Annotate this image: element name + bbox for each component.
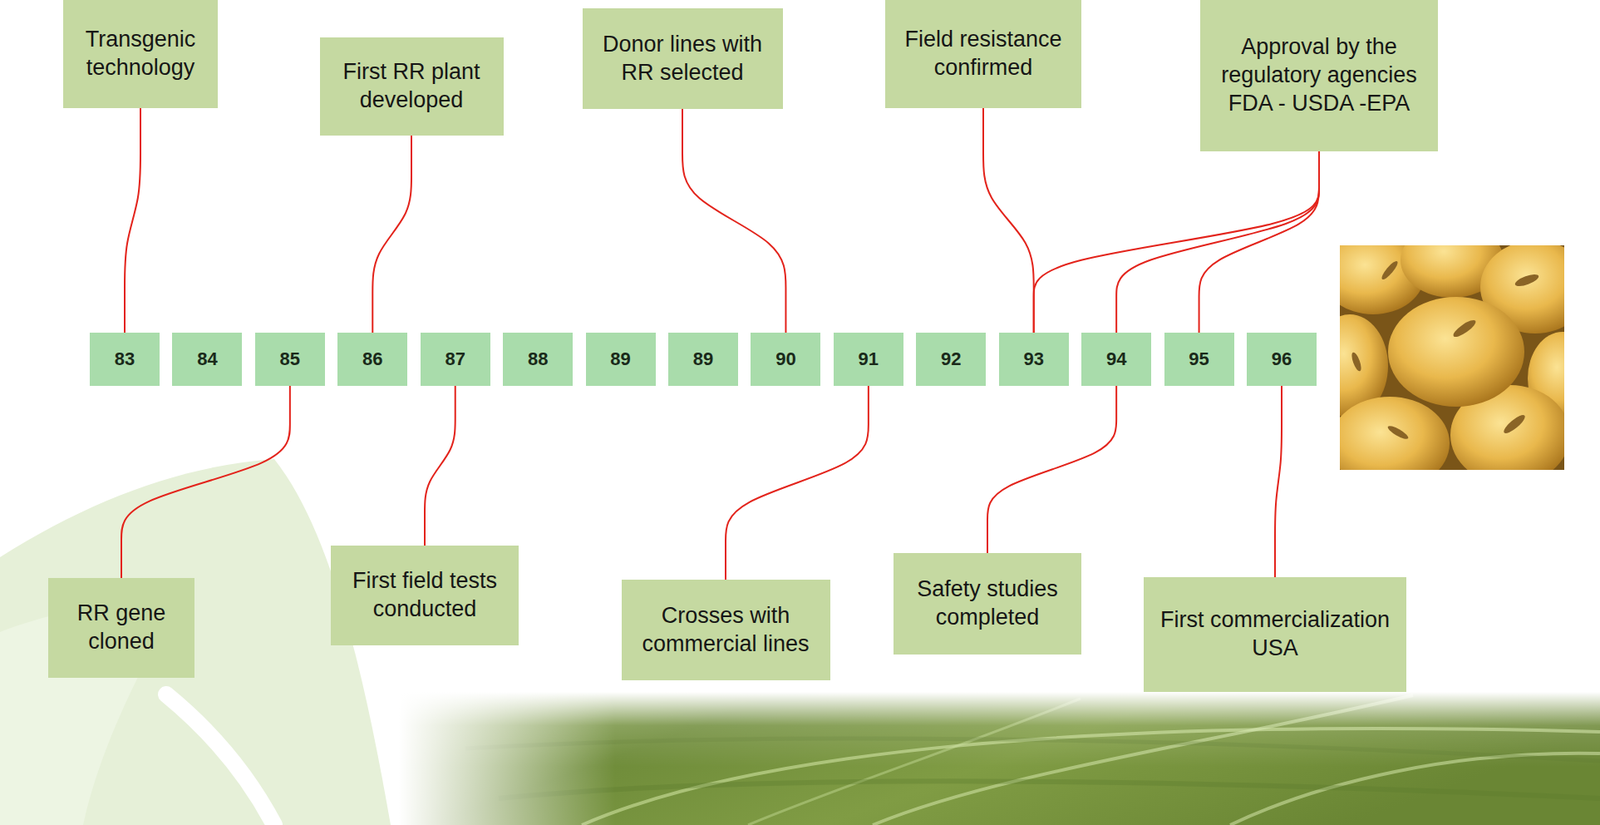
- soybean: [1339, 396, 1450, 470]
- leader-curve: [424, 385, 456, 546]
- year-label: 87: [444, 348, 465, 370]
- year-label: 88: [527, 348, 548, 370]
- year-box: 93: [999, 332, 1069, 386]
- milestone-box: RR gene cloned: [48, 577, 195, 678]
- soybean: [1388, 296, 1525, 407]
- year-label: 95: [1188, 348, 1209, 370]
- soybean-hilum: [1501, 412, 1528, 436]
- leader-curve: [1199, 151, 1320, 333]
- year-box: 90: [750, 332, 821, 386]
- milestone-text: Transgenic technology: [71, 25, 210, 83]
- leader-curve: [121, 385, 291, 578]
- milestone-text: Donor lines with RR selected: [590, 30, 775, 88]
- milestone-text: Safety studies completed: [901, 575, 1074, 632]
- milestone-text: Field resistance confirmed: [893, 25, 1074, 83]
- year-label: 86: [362, 348, 383, 370]
- field-fade: [398, 691, 616, 825]
- year-label: 90: [775, 348, 796, 370]
- year-box: 89: [585, 332, 656, 386]
- year-label: 84: [196, 348, 217, 370]
- year-box: 85: [255, 332, 325, 386]
- soybean-hilum: [1349, 350, 1364, 372]
- year-box: 96: [1246, 332, 1317, 386]
- soybean-hilum: [1451, 317, 1478, 340]
- milestone-box: Safety studies completed: [893, 552, 1082, 655]
- soybean-hilum: [1386, 423, 1410, 442]
- year-box: 92: [915, 332, 986, 386]
- year-box: 84: [172, 332, 242, 386]
- leader-curve: [124, 108, 141, 333]
- milestone-box: Crosses with commercial lines: [621, 579, 831, 680]
- leader-curve: [725, 385, 869, 580]
- year-label: 96: [1271, 348, 1292, 370]
- soybean-photo: [1339, 245, 1565, 470]
- milestone-box: First RR plant developed: [320, 37, 504, 136]
- milestone-text: Approval by the regulatory agencies FDA …: [1208, 33, 1430, 118]
- milestone-text: First field tests conducted: [339, 566, 511, 624]
- year-box: 86: [337, 332, 408, 386]
- milestone-text: RR gene cloned: [56, 599, 187, 656]
- milestone-box: Transgenic technology: [63, 0, 218, 109]
- year-box: 88: [502, 332, 573, 386]
- leader-curve: [1116, 151, 1320, 333]
- leader-curve: [682, 108, 786, 333]
- milestone-box: Approval by the regulatory agencies FDA …: [1200, 0, 1438, 152]
- milestone-box: First commercialization USA: [1143, 576, 1407, 692]
- year-box: 95: [1164, 332, 1235, 386]
- milestone-text: First RR plant developed: [328, 58, 496, 115]
- milestone-box: First field tests conducted: [330, 545, 519, 645]
- year-label: 93: [1023, 348, 1044, 370]
- year-label: 83: [114, 348, 135, 370]
- field-ground: [398, 691, 1600, 825]
- leader-curve: [372, 135, 412, 333]
- leader-curve: [983, 108, 1034, 333]
- milestone-text: First commercialization USA: [1152, 605, 1399, 663]
- field-row: [498, 780, 1600, 798]
- milestone-text: Crosses with commercial lines: [630, 601, 823, 659]
- soybean-hilum: [1513, 271, 1541, 289]
- leader-curve: [1275, 385, 1282, 577]
- year-box: 87: [420, 332, 491, 386]
- soybean-hilum: [1379, 259, 1400, 282]
- year-label: 92: [940, 348, 961, 370]
- year-box: 94: [1081, 332, 1152, 386]
- milestone-box: Field resistance confirmed: [885, 0, 1082, 109]
- leader-curve: [1033, 151, 1320, 333]
- year-label: 89: [693, 348, 714, 370]
- field-photo: [398, 691, 1600, 825]
- year-box: 91: [833, 332, 904, 386]
- year-box: 89: [668, 332, 739, 386]
- year-box: 83: [89, 332, 160, 386]
- year-label: 89: [610, 348, 631, 370]
- year-label: 94: [1106, 348, 1127, 370]
- leader-curve: [987, 385, 1117, 553]
- year-label: 91: [858, 348, 879, 370]
- year-label: 85: [280, 348, 301, 370]
- leaf-midrib: [166, 694, 275, 825]
- milestone-box: Donor lines with RR selected: [582, 8, 783, 109]
